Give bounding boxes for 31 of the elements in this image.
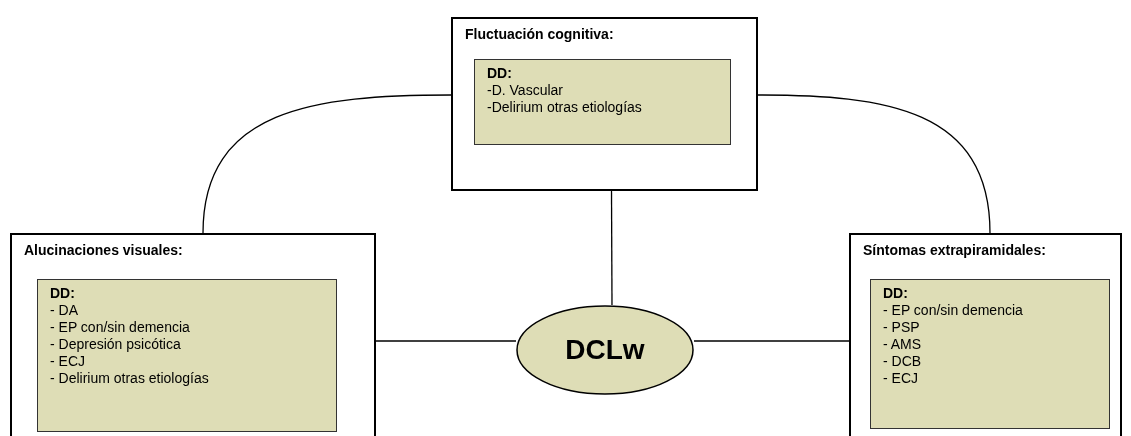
- category-heading: Síntomas extrapiramidales:: [863, 242, 1046, 258]
- list-item: -Delirium otras etiologías: [487, 99, 643, 116]
- connector-line: [693, 340, 850, 342]
- category-heading: Fluctuación cognitiva:: [465, 26, 614, 42]
- differential-list-box: [870, 279, 1110, 429]
- connector-line: [202, 94, 452, 234]
- list-item: -D. Vascular: [487, 82, 564, 99]
- connector-line: [375, 340, 517, 342]
- category-heading: Alucinaciones visuales:: [24, 242, 183, 258]
- center-ellipse: [516, 305, 694, 395]
- list-item: - Delirium otras etiologías: [50, 370, 210, 387]
- list-item: - ECJ: [883, 370, 919, 387]
- list-item: - EP con/sin demencia: [883, 302, 1024, 319]
- center-label: DCLw: [565, 334, 645, 366]
- connector-line: [610, 190, 613, 306]
- category-box: [451, 17, 758, 191]
- differential-list-box: [37, 279, 337, 432]
- list-item: - DA: [50, 302, 79, 319]
- list-item: - AMS: [883, 336, 923, 353]
- list-item: - Depresión psicótica: [50, 336, 182, 353]
- connector-line: [757, 94, 991, 234]
- list-item: - ECJ: [50, 353, 86, 370]
- list-heading: DD:: [883, 285, 909, 302]
- differential-list-box: [474, 59, 731, 145]
- list-heading: DD:: [50, 285, 76, 302]
- category-box: [849, 233, 1122, 436]
- list-item: - DCB: [883, 353, 923, 370]
- list-item: - PSP: [883, 319, 921, 336]
- list-heading: DD:: [487, 65, 513, 82]
- list-item: - EP con/sin demencia: [50, 319, 191, 336]
- category-box: [10, 233, 376, 436]
